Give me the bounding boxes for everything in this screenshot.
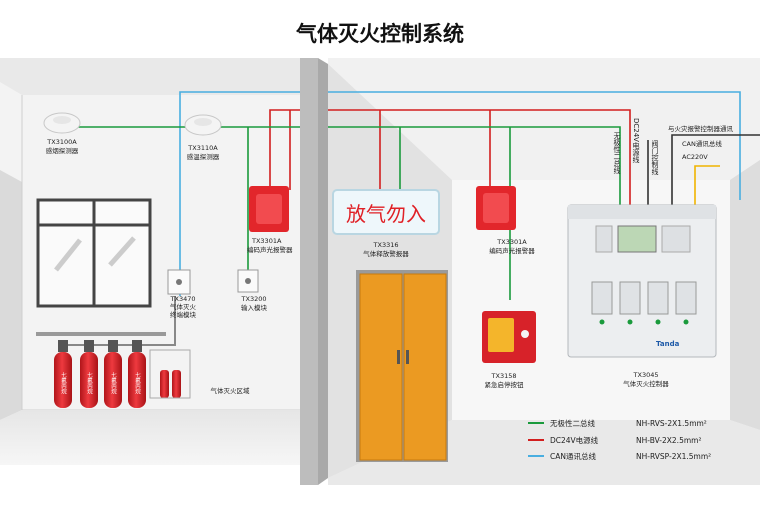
release-sign-text: 放气勿入 <box>346 202 426 226</box>
cylinder-label: 七氟丙烷 <box>86 371 93 396</box>
emergency-button[interactable]: TX3158 紧急启停按钮 <box>482 311 536 389</box>
input-module: TX3200 输入模块 <box>237 269 268 312</box>
controller-brand: Tanda <box>656 340 680 348</box>
heat-detector-model: TX3110A <box>187 144 218 152</box>
bus-wire-right <box>328 126 621 205</box>
alarm-right-model: TX3301A <box>496 238 527 246</box>
legend-label: DC24V电源线 <box>550 435 599 445</box>
smoke-detector-model: TX3100A <box>46 138 77 146</box>
alarm-left-model: TX3301A <box>251 237 282 245</box>
terminal-module-name-1: 气体灭火 <box>170 302 197 311</box>
release-sign-model: TX3316 <box>373 241 399 249</box>
smoke-detector-name: 感烟探测器 <box>46 146 79 155</box>
terminal-module-name-2: 终端模块 <box>170 310 197 319</box>
legend-spec: NH-BV-2X2.5mm² <box>636 436 701 445</box>
door <box>356 270 448 462</box>
alarm-left: TX3301A 编码声光报警器 <box>247 186 293 254</box>
zone-label: 气体灭火区域 <box>211 386 251 395</box>
cylinder-label: 七氟丙烷 <box>110 371 117 396</box>
valve-wire-label: 阀门控制线 <box>651 139 659 175</box>
controller: Tanda TX3045 气体灭火控制器 <box>567 204 717 388</box>
input-module-model: TX3200 <box>241 295 267 303</box>
ac-label: AC220V <box>682 153 708 161</box>
emergency-button-model: TX3158 <box>491 372 517 380</box>
cylinder-label: 七氟丙烷 <box>60 371 67 396</box>
controller-model: TX3045 <box>633 371 659 379</box>
legend-label: 无极性二总线 <box>550 418 595 428</box>
wiring <box>60 91 760 346</box>
center-wall <box>300 58 328 485</box>
ac-wire <box>694 165 720 205</box>
legend: 无极性二总线 NH-RVS-2X1.5mm² DC24V电源线 NH-BV-2X… <box>528 418 711 461</box>
fire-comm-label: 与火灾报警控制器通讯 <box>668 124 734 133</box>
power-wire-right <box>328 109 631 205</box>
alarm-left-name: 编码声光报警器 <box>247 245 293 254</box>
terminal-module: TX3470 气体灭火 终端模块 <box>167 269 197 319</box>
alarm-right-name: 编码声光报警器 <box>489 246 535 255</box>
smoke-detector: TX3100A 感烟探测器 <box>43 112 81 155</box>
fire-comm-wire <box>671 134 760 205</box>
can-label: CAN通讯总线 <box>682 139 722 148</box>
can-wire-left <box>179 91 300 296</box>
legend-label: CAN通讯总线 <box>550 451 596 461</box>
bus-wire-label: 无极性二总线 <box>613 132 621 174</box>
heat-detector: TX3110A 感温探测器 <box>184 114 222 161</box>
controller-name: 气体灭火控制器 <box>623 379 669 388</box>
pipe <box>60 296 176 346</box>
input-module-name: 输入模块 <box>241 303 268 312</box>
heat-detector-name: 感温探测器 <box>187 152 220 161</box>
legend-spec: NH-RVSP-2X1.5mm² <box>636 452 711 461</box>
alarm-right: TX3301A 编码声光报警器 <box>476 186 535 255</box>
power-wire-label: DC24V电源线 <box>632 118 640 163</box>
release-sign-name: 气体释放警报器 <box>363 249 409 258</box>
release-sign: 放气勿入 TX3316 气体释放警报器 <box>332 189 440 258</box>
emergency-button-name: 紧急启停按钮 <box>485 380 525 389</box>
gas-cylinders: 七氟丙烷 七氟丙烷 七氟丙烷 七氟丙烷 <box>36 332 191 408</box>
controller-screen <box>617 225 657 253</box>
terminal-module-model: TX3470 <box>170 295 196 303</box>
can-wire-right <box>328 91 741 200</box>
page-title: 气体灭火控制系统 <box>295 22 464 46</box>
legend-spec: NH-RVS-2X1.5mm² <box>636 419 707 428</box>
window <box>36 198 152 308</box>
cylinder-label: 七氟丙烷 <box>134 371 141 396</box>
